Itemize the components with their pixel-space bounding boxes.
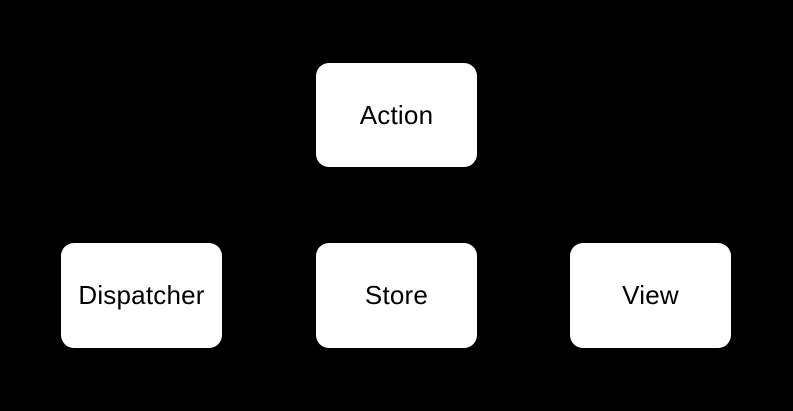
node-store-label: Store (364, 280, 429, 310)
node-action: Action (316, 63, 477, 167)
node-view: View (570, 243, 731, 348)
node-action-label: Action (359, 99, 434, 130)
node-view-label: View (622, 280, 679, 310)
node-store: Store (316, 243, 477, 348)
node-dispatcher: Dispatcher (61, 243, 222, 348)
node-dispatcher-label: Dispatcher (78, 280, 205, 310)
